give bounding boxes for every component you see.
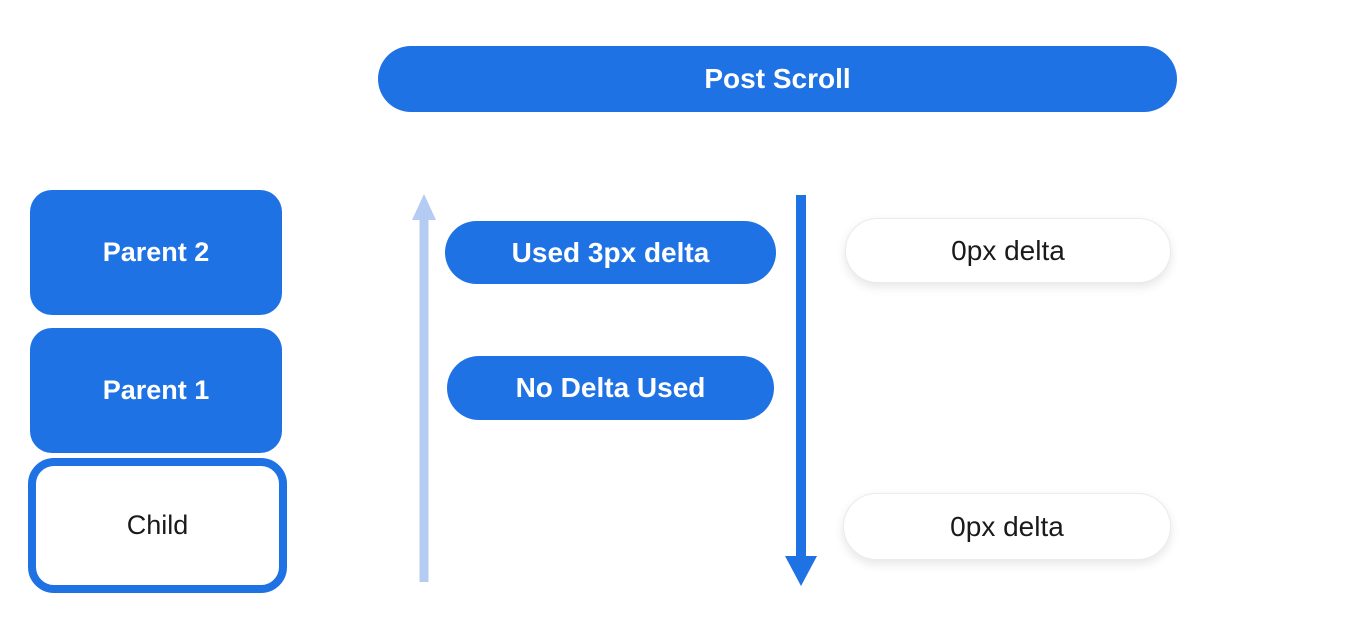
scroll-down-arrow-icon [785,195,817,586]
up-arrow-head [412,194,436,220]
parent-2-box: Parent 2 [30,190,282,315]
zero-delta-top-pill: 0px delta [845,218,1171,283]
child-box: Child [28,458,287,593]
down-arrow-head [785,556,817,586]
no-delta-used-pill: No Delta Used [447,356,774,420]
post-scroll-banner: Post Scroll [378,46,1177,112]
scroll-up-arrow-icon [412,194,436,582]
parent-1-box: Parent 1 [30,328,282,453]
zero-delta-bottom-pill: 0px delta [843,493,1171,560]
used-3px-delta-pill: Used 3px delta [445,221,776,284]
